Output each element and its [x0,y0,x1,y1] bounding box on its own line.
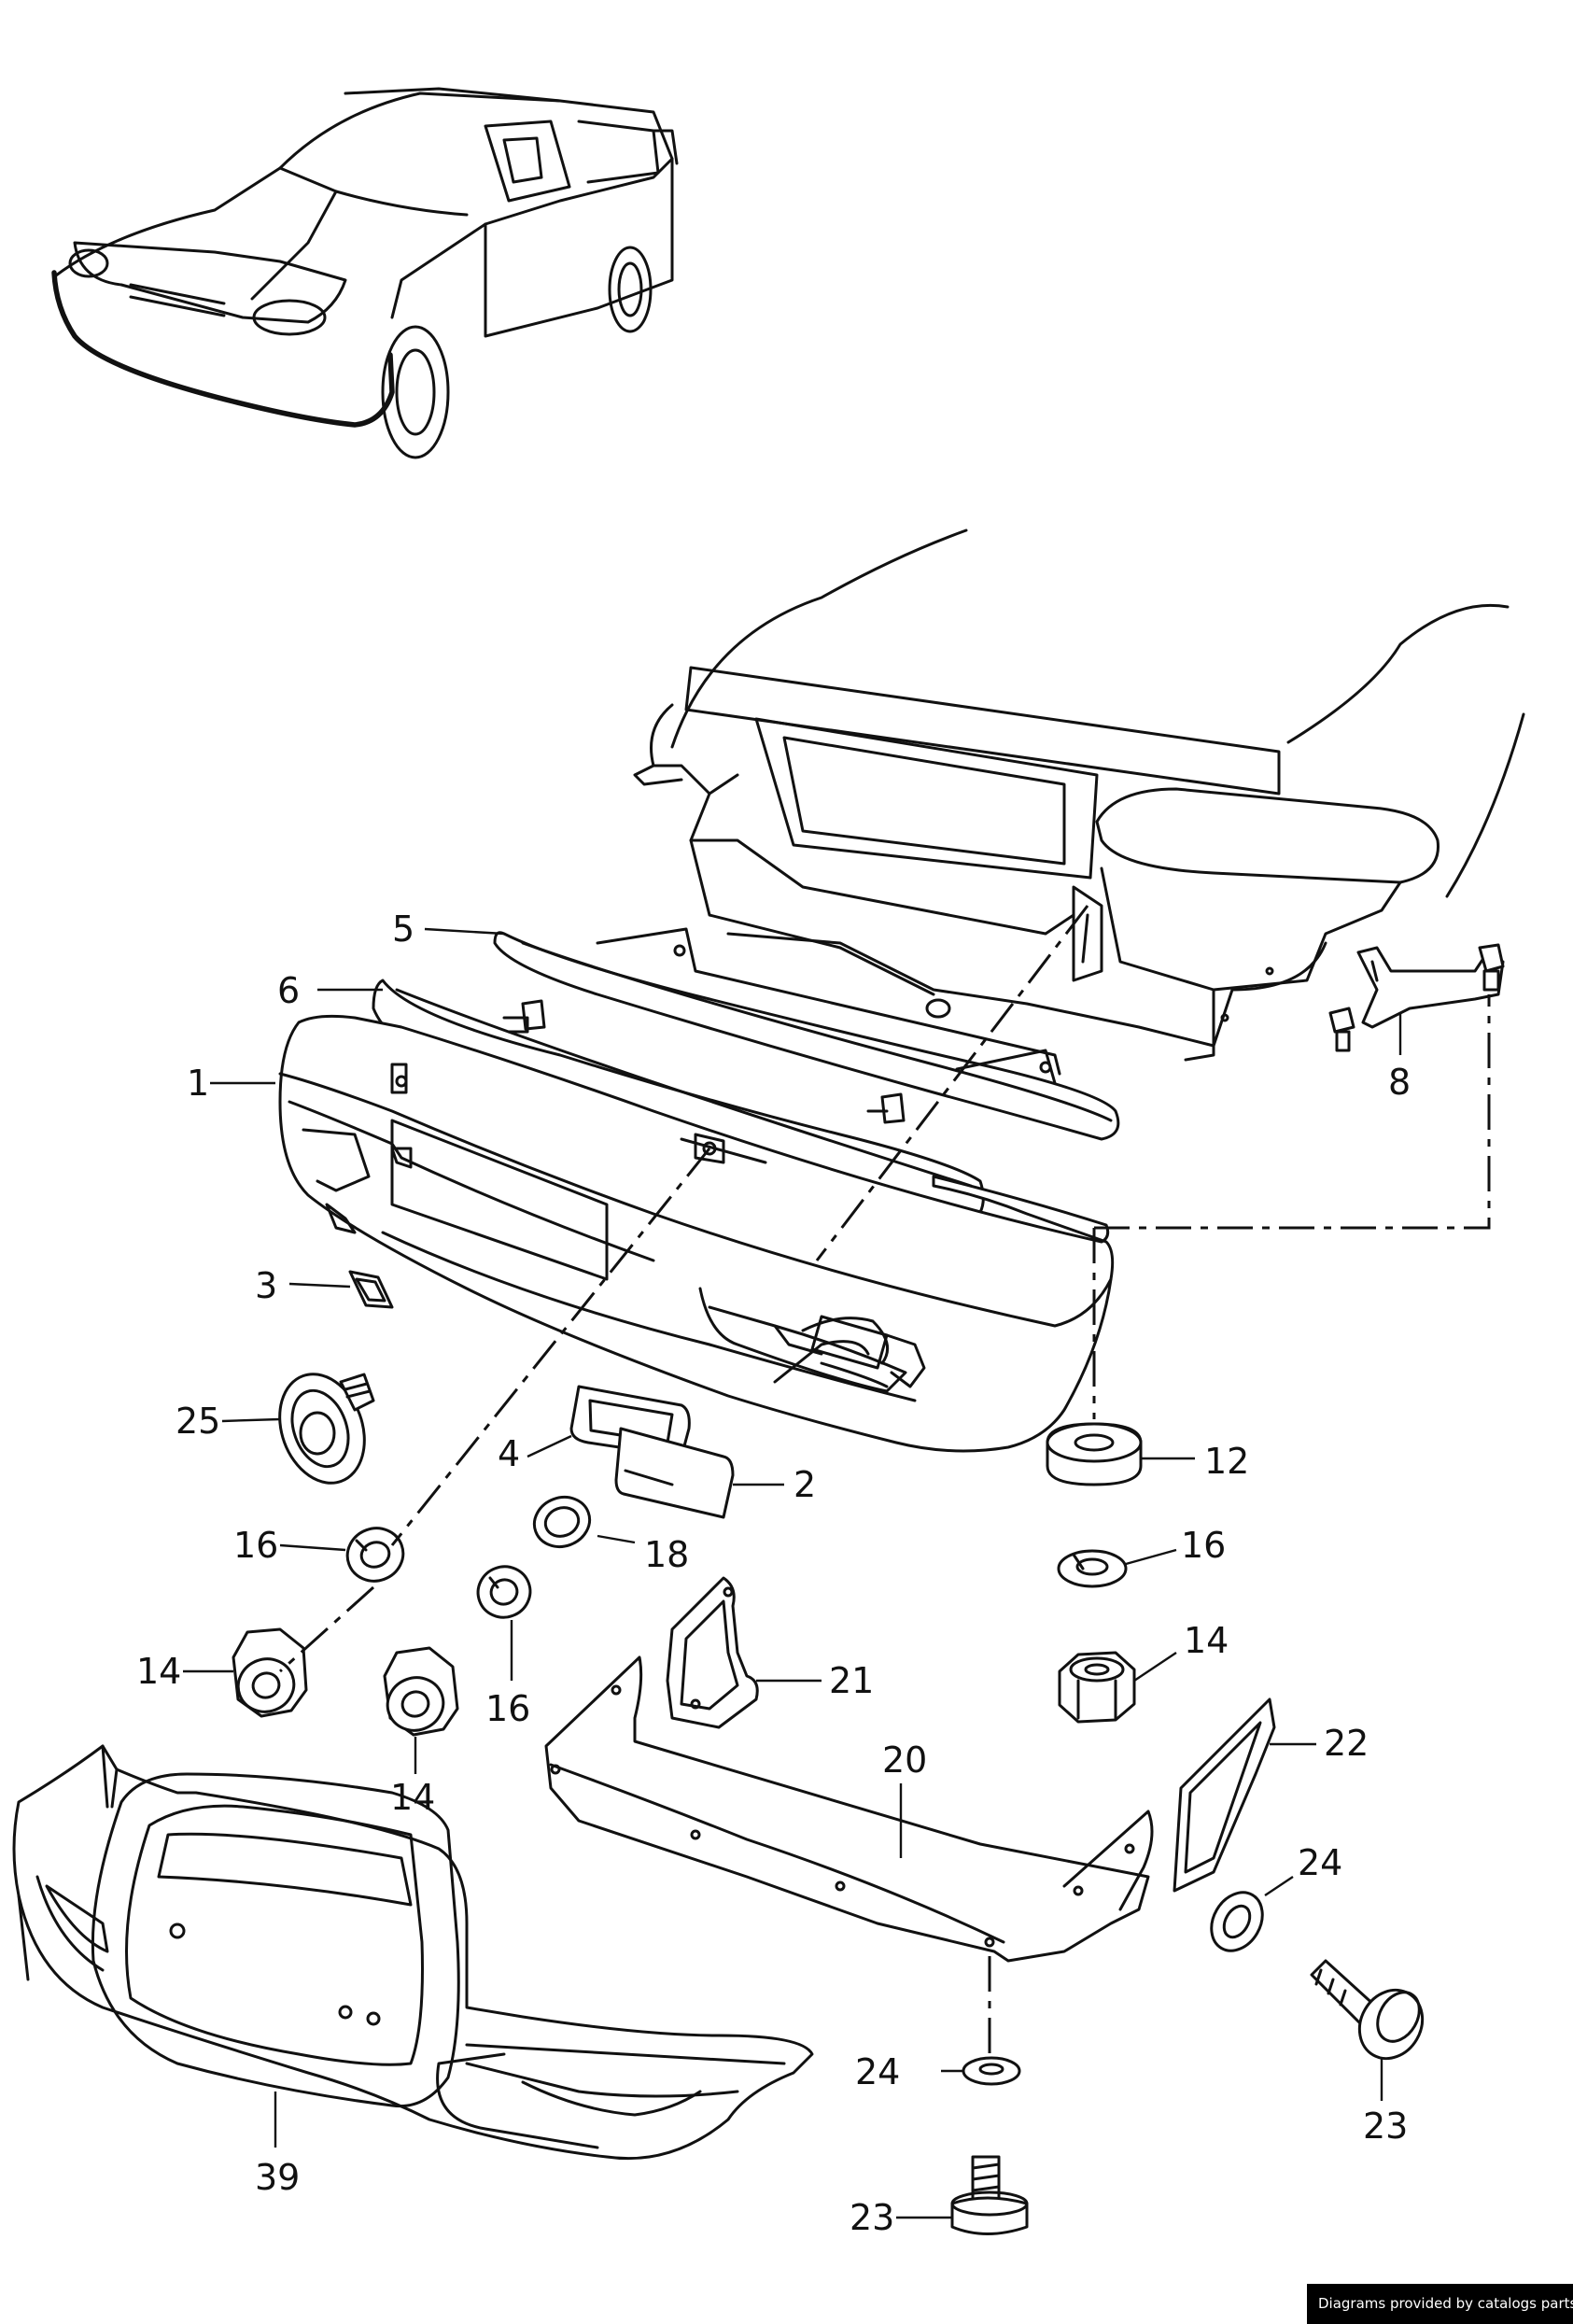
assembly-lines [278,905,1491,2054]
callout-25: 25 [176,1401,220,1442]
part-25-fastener [278,1373,375,1485]
callout-14-middle: 14 [390,1777,435,1818]
part-3-clip [348,1270,394,1309]
part-8-bracket [1328,943,1505,1052]
callout-21: 21 [829,1660,874,1701]
vehicle-overview-illustration [51,87,679,459]
callout-2: 2 [794,1464,816,1505]
part-24-washer-bottom [962,2056,1021,2086]
callout-1: 1 [187,1063,209,1104]
callout-23-bottom: 23 [850,2197,894,2238]
callout-12: 12 [1204,1441,1249,1482]
callout-6: 6 [277,970,300,1011]
part-5-bumper-strip-upper [493,931,1120,1141]
callout-3: 3 [255,1265,277,1306]
callout-18: 18 [644,1534,689,1575]
part-14-nut-left [232,1627,308,1718]
callout-39: 39 [255,2157,300,2198]
part-23-bolt-right [1310,1959,1425,2061]
callout-4: 4 [498,1433,520,1474]
part-21-side-bracket [666,1576,759,1729]
part-12-rubber-washer [1046,1422,1143,1486]
part-39-bullbar-bumper [12,1744,814,2161]
vehicle-front-body-illustration [633,528,1525,1062]
part-24-washer-right [1210,1891,1264,1952]
credit-badge: Diagrams provided by catalogs parts [1307,2284,1573,2324]
part-14-nut-middle [383,1646,459,1737]
part-18-washer [532,1496,592,1548]
callout-24-bottom: 24 [855,2051,900,2092]
part-1-bumper-cover [278,999,1115,1453]
callout-14-left: 14 [136,1651,181,1692]
callout-20: 20 [882,1739,927,1781]
part-23-bolt-bottom [950,2155,1029,2235]
callout-16-left: 16 [233,1525,278,1566]
part-14-nut-right [1058,1651,1136,1724]
part-22-cover-plate [1173,1697,1276,1893]
part-16-lock-washer-left [345,1527,405,1583]
bumper-carrier-bracket [596,927,1061,1085]
callout-16-right: 16 [1181,1525,1226,1566]
callout-8: 8 [1388,1062,1411,1103]
part-20-spoiler [544,1655,1154,1963]
part-16-lock-washer-middle [476,1565,532,1619]
part-2-plate [614,1427,735,1519]
callout-23-right: 23 [1363,2106,1408,2147]
callout-labels: 5 6 1 8 3 25 4 12 2 16 18 16 14 14 16 21… [136,908,1411,2238]
callout-22: 22 [1324,1723,1369,1764]
callout-5: 5 [392,908,414,950]
credit-text: Diagrams provided by catalogs parts [1318,2295,1573,2312]
callout-24-right: 24 [1298,1842,1342,1883]
callout-14-right: 14 [1184,1620,1229,1661]
leader-lines [183,927,1402,2219]
callout-16-middle: 16 [485,1688,530,1729]
part-16-lock-washer-right [1057,1549,1128,1588]
